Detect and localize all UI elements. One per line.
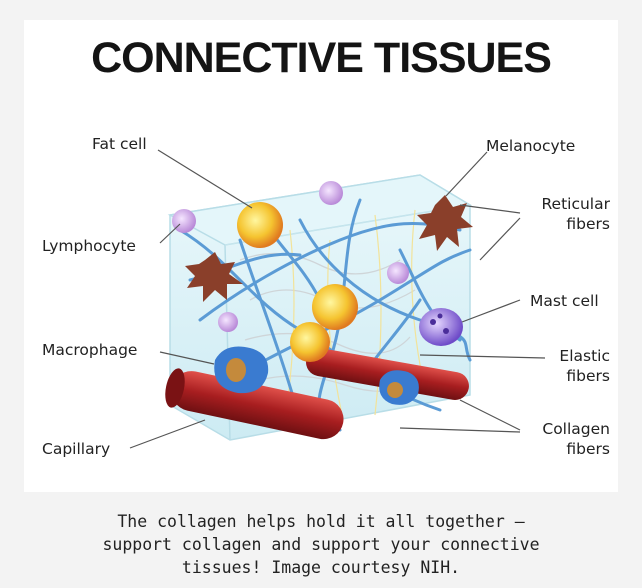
label-melanocyte: Melanocyte — [486, 136, 575, 156]
label-mast-cell: Mast cell — [530, 291, 599, 311]
caption-line-2: support collagen and support your connec… — [0, 533, 642, 556]
caption-line-1: The collagen helps hold it all together … — [0, 510, 642, 533]
label-macrophage: Macrophage — [42, 340, 137, 360]
label-capillary: Capillary — [42, 439, 110, 459]
label-reticular-fibers-line2: fibers — [520, 214, 610, 234]
label-elastic-fibers-line1: Elastic — [520, 346, 610, 366]
mast-cell — [419, 308, 463, 346]
label-reticular-fibers-line1: Reticular — [520, 194, 610, 214]
image-caption: The collagen helps hold it all together … — [0, 510, 642, 579]
label-collagen-fibers-line2: fibers — [520, 439, 610, 459]
label-fat-cell: Fat cell — [92, 134, 147, 154]
caption-line-3: tissues! Image courtesy NIH. — [0, 556, 642, 579]
diagram-title: CONNECTIVE TISSUES — [0, 34, 642, 83]
label-collagen-fibers-line1: Collagen — [520, 419, 610, 439]
label-elastic-fibers-line2: fibers — [520, 366, 610, 386]
label-lymphocyte: Lymphocyte — [42, 236, 136, 256]
